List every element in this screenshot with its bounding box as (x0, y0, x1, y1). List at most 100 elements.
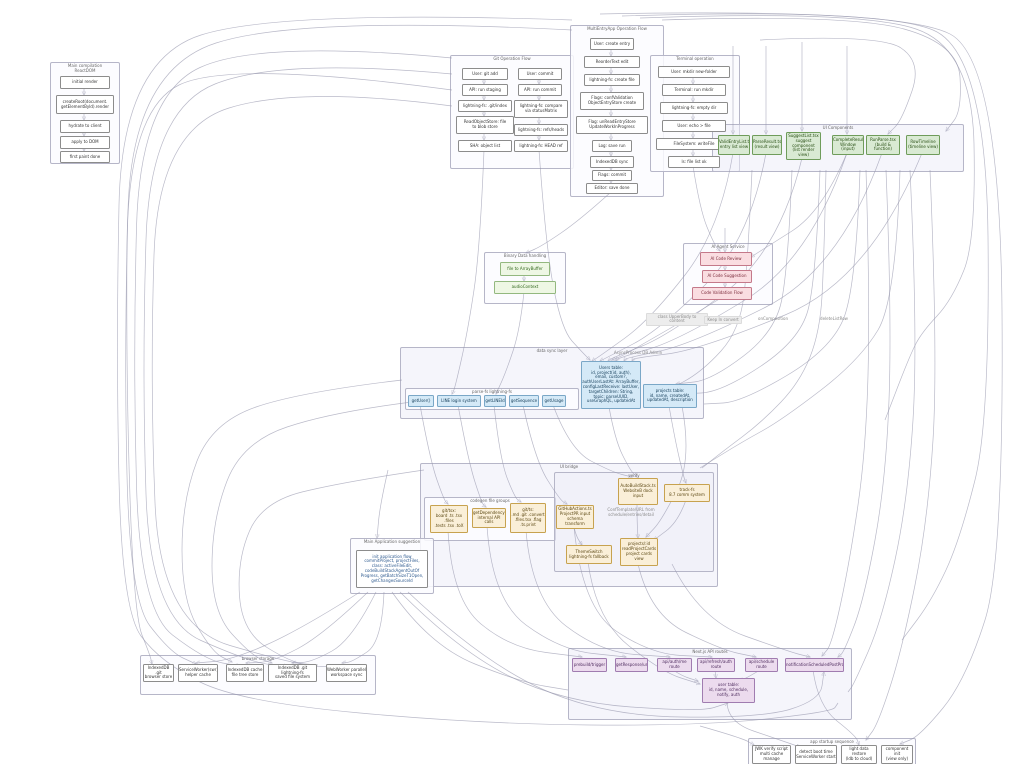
node-label: ParseResult.tsx (753, 139, 782, 145)
node-label: Progress, getBatchSizeT1Open, (360, 572, 424, 578)
node-label: (build & function) (874, 141, 892, 152)
node-label: Flags: confValidation (591, 95, 633, 101)
node-label: workspace sync (330, 672, 363, 677)
node-label: codeBuildStackAgentOutOf (364, 568, 420, 573)
node-label: Code Validation Flow (701, 290, 743, 296)
node-get-dependency: getDependency()internal API calls (472, 508, 506, 528)
node-git-add: User: git add (462, 68, 508, 80)
node-label: ObjectEntryStore create (587, 100, 637, 105)
node-label: Editor: save done (594, 185, 630, 191)
edge (679, 169, 821, 395)
node-empty-dir: lightning-fs: empty dir (660, 102, 728, 114)
edge (592, 152, 734, 361)
edge (377, 469, 389, 538)
node-service-worker-cache: ServiceWorker(swr)helper cache (178, 664, 218, 682)
edge-label-text: ConfTemplate/URL from (607, 507, 655, 512)
node-flags-commit: Flags: commit (592, 170, 632, 181)
node-prebuild-trigger: prebuild/trigger (572, 658, 607, 672)
node-label: input (632, 492, 644, 498)
edge (117, 16, 839, 726)
edge (151, 96, 453, 667)
node-api-schedule: api/schedule route (745, 658, 778, 672)
node-label: initial render (72, 79, 98, 85)
node-label: user table: (717, 682, 740, 688)
cluster-title-ui-bridge: UI bridge (559, 464, 579, 469)
node-label: JWK verify script (755, 746, 788, 752)
edge-label-text: onComposition (758, 316, 788, 321)
node-label: authUserLastAt: ArrayBuffer, (582, 379, 640, 385)
node-users-table: Users table:id, project(id, auth),email,… (581, 361, 641, 409)
node-label: AutoBuildStack.ts (620, 483, 656, 489)
node-label: ServiceWorker(swr) (179, 667, 218, 673)
node-git-tsx-group: git/tsx:board .ts .tsx .files.tests .tsx… (430, 505, 468, 533)
node-ai-code-suggestion: AI Code Suggestion (702, 270, 752, 283)
cluster-title-main-compilation: Main compilation ReactDOM (67, 63, 103, 73)
edge (838, 169, 891, 657)
node-label: getLINEId (485, 397, 505, 403)
node-label: notificationScheduledPostProgress (786, 661, 844, 667)
edge (699, 725, 754, 745)
edge (181, 379, 403, 662)
edge (342, 591, 385, 663)
node-label: light data restore (849, 746, 869, 757)
edge-group (84, 12, 1003, 747)
node-label: AI Code Suggestion (707, 273, 747, 279)
edge (407, 591, 824, 718)
edge (812, 669, 859, 745)
node-label: API: run commit (523, 86, 557, 92)
node-label: lightning-fs: empty dir (671, 104, 717, 110)
node-label: id, name, schedule, (708, 687, 749, 693)
node-audio-context: audioContext (494, 281, 556, 294)
node-reorder-edit: ReorderText edit (584, 56, 640, 68)
node-label: (timeline view) (908, 144, 938, 149)
node-label: lightning-fs: compare (519, 103, 563, 109)
cluster-title-parse-fs-lightning: parse-fs lightning-fs (472, 389, 512, 394)
cluster-title-git-operation-flow: Git Operation Flow (493, 56, 531, 61)
node-label: getResponse/url (616, 661, 648, 667)
node-label: useGraphQL, updatedAt (586, 398, 636, 404)
edge (676, 169, 793, 384)
node-label: schema transform (565, 516, 585, 526)
node-label: api/refresh/auth route (700, 659, 732, 669)
node-label: lightning-fs: create file (589, 76, 635, 82)
cluster-title-ui-components: UI Components (822, 125, 854, 130)
edge-label-label-asyncprocess: AsyncProcess DB Admin (606, 350, 670, 356)
node-run-commit: API: run commit (518, 84, 562, 96)
node-label: SHA: object list (469, 142, 501, 148)
edge (726, 700, 800, 747)
node-label: multi cache manage (759, 751, 784, 761)
node-label: IndexedDB .git (147, 664, 170, 675)
edge (671, 563, 810, 657)
node-sha-list: SHA: object list (458, 140, 512, 152)
node-label: AI Code Review (710, 255, 742, 261)
node-label: targetChildren: String, (588, 388, 634, 394)
node-label: WebWorker parallel (327, 667, 366, 673)
node-label: ProjectPR input (559, 511, 591, 517)
edge (573, 526, 712, 657)
edge (701, 169, 827, 469)
edge-label-text: content (669, 318, 685, 324)
node-create-file: lightning-fs: create file (584, 74, 640, 86)
node-parse-result: ParseResult.tsx(result view) (752, 135, 782, 155)
node-label: to blob store (472, 124, 498, 129)
edge (759, 37, 916, 134)
node-label: lightning-fs fallback (569, 553, 609, 559)
node-label: helper cache (185, 672, 211, 677)
cluster-title-multientry-flow: MultiEntryApp Operation Flow (587, 26, 647, 31)
node-ls-list: ls: file list ok (668, 156, 720, 168)
node-light-restore: light data restore(ldb to cloud) (841, 745, 877, 764)
edge (663, 169, 753, 393)
node-get-response-url: getResponse/url (615, 658, 648, 672)
node-label: topic: parseUUID, (593, 393, 629, 399)
edge (587, 561, 700, 684)
edge (391, 591, 569, 691)
